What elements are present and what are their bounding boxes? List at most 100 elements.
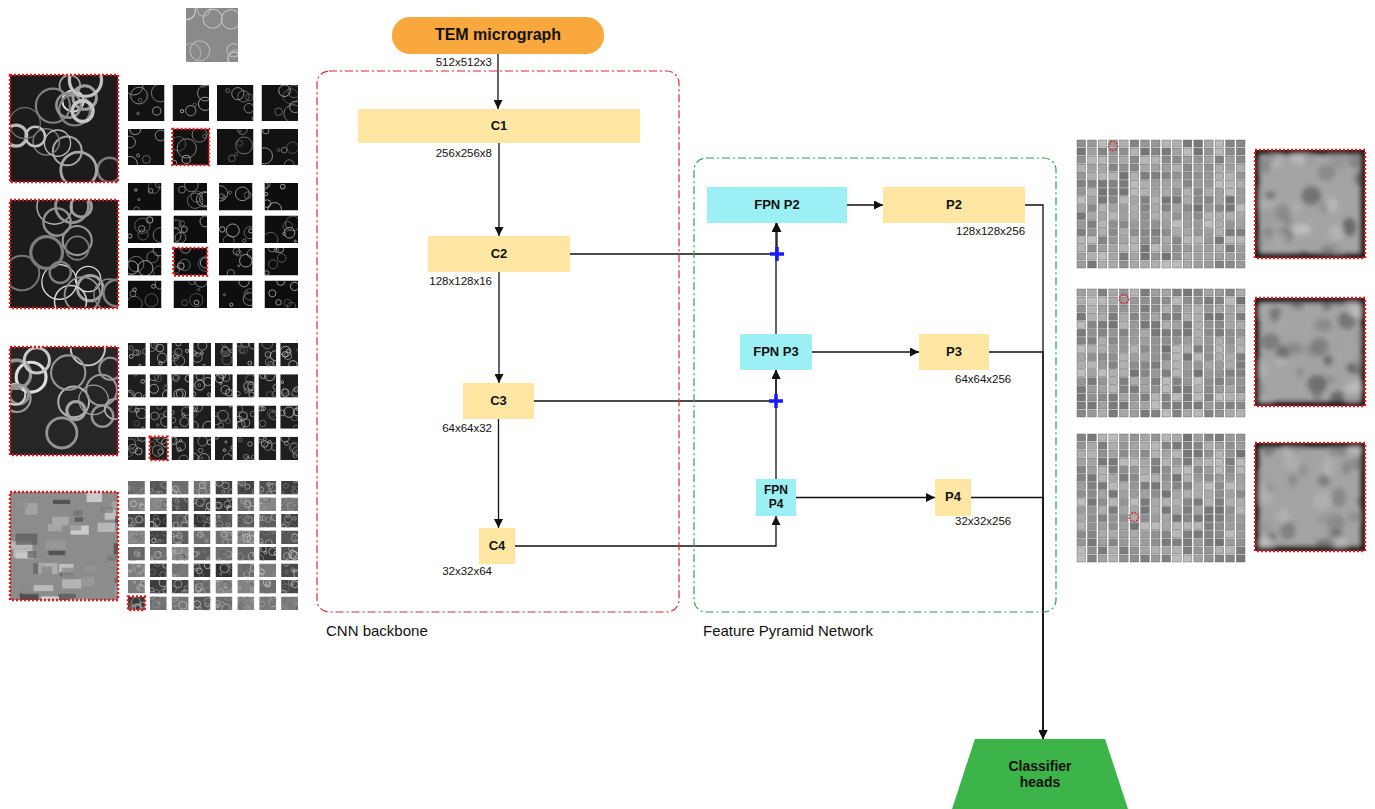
dark-rim bbox=[1255, 443, 1365, 551]
channel-thumb bbox=[1120, 490, 1129, 497]
thumb-detail bbox=[172, 534, 175, 537]
channel-thumb bbox=[1109, 237, 1118, 244]
channel-thumb bbox=[1162, 394, 1171, 401]
thumb-detail bbox=[196, 353, 199, 356]
channel-thumb bbox=[1173, 490, 1182, 497]
feature-map-image bbox=[194, 547, 211, 561]
channel-thumb bbox=[1098, 337, 1107, 344]
channel-thumb bbox=[1215, 221, 1224, 228]
thumb-detail bbox=[155, 281, 161, 290]
feature-map-image bbox=[128, 580, 145, 594]
channel-thumb bbox=[1173, 482, 1182, 489]
channel-thumb bbox=[1194, 394, 1203, 401]
channel-thumb bbox=[1183, 221, 1192, 228]
feature-map-image bbox=[259, 564, 276, 578]
feature-map-image bbox=[280, 437, 298, 460]
thumb-detail bbox=[223, 235, 234, 243]
thumb-detail bbox=[237, 541, 242, 544]
channel-thumb bbox=[1183, 450, 1192, 457]
channel-thumb bbox=[1098, 180, 1107, 187]
channel-thumb bbox=[1205, 305, 1214, 312]
texture-patch bbox=[51, 535, 59, 540]
channel-thumb bbox=[1162, 140, 1171, 147]
channel-thumb bbox=[1120, 402, 1129, 409]
channel-thumb bbox=[1098, 313, 1107, 320]
thumb-detail bbox=[281, 499, 283, 503]
thumb-detail bbox=[265, 540, 272, 544]
feature-map-image bbox=[281, 564, 298, 578]
thumb-ground bbox=[150, 514, 167, 528]
blur-blob bbox=[1269, 308, 1280, 322]
channel-thumb bbox=[1109, 313, 1118, 320]
channel-thumb bbox=[1151, 297, 1160, 304]
channel-thumb bbox=[1194, 289, 1203, 296]
channel-thumb bbox=[1162, 362, 1171, 369]
thumb-ground bbox=[128, 343, 146, 366]
thumb-detail bbox=[185, 514, 189, 521]
feature-map-image bbox=[237, 531, 254, 545]
channel-thumb bbox=[1194, 499, 1203, 506]
channel-thumb bbox=[1088, 410, 1097, 417]
channel-thumb bbox=[1141, 345, 1150, 352]
channel-thumb bbox=[1151, 354, 1160, 361]
channel-thumb bbox=[1151, 156, 1160, 163]
channel-thumb bbox=[1162, 148, 1171, 155]
image-ground bbox=[10, 492, 118, 600]
channel-thumb bbox=[1098, 229, 1107, 236]
channel-thumb bbox=[1205, 442, 1214, 449]
thumb-detail bbox=[150, 481, 155, 489]
channel-thumb bbox=[1120, 329, 1129, 336]
channel-thumb bbox=[1120, 305, 1129, 312]
channel-thumb bbox=[1173, 442, 1182, 449]
channel-thumb bbox=[1098, 289, 1107, 296]
channel-thumb bbox=[1162, 450, 1171, 457]
feature-map-image bbox=[281, 514, 298, 528]
thumb-detail bbox=[227, 506, 232, 511]
feature-map-image bbox=[280, 406, 298, 429]
thumb-ground bbox=[217, 129, 254, 165]
thumb-detail bbox=[157, 602, 159, 604]
blur-blob bbox=[1261, 190, 1277, 206]
channel-thumb bbox=[1205, 261, 1214, 268]
thumb-detail bbox=[273, 531, 276, 534]
thumb-detail bbox=[172, 417, 176, 423]
channel-thumb bbox=[1098, 490, 1107, 497]
channel-thumb bbox=[1141, 180, 1150, 187]
thumb-detail bbox=[130, 501, 136, 507]
thumb-detail bbox=[249, 392, 254, 397]
channel-thumb bbox=[1173, 253, 1182, 260]
channel-thumb bbox=[1215, 458, 1224, 465]
channel-thumb bbox=[1226, 507, 1235, 514]
feature-map-image bbox=[216, 498, 233, 512]
thumb-detail bbox=[288, 85, 298, 97]
feature-map-image bbox=[194, 531, 211, 545]
thumb-detail bbox=[177, 139, 196, 158]
channel-thumb bbox=[1141, 450, 1150, 457]
channel-thumb bbox=[1215, 297, 1224, 304]
thumb-detail bbox=[179, 221, 185, 227]
thumb-detail bbox=[292, 486, 295, 489]
channel-thumb bbox=[1236, 482, 1245, 489]
thumb-detail bbox=[281, 437, 289, 442]
thumb-detail bbox=[218, 410, 229, 421]
channel-thumb bbox=[1130, 402, 1139, 409]
flow-arrow bbox=[498, 143, 499, 236]
thumb-detail bbox=[281, 581, 286, 588]
thumb-detail bbox=[242, 564, 249, 571]
channel-thumb bbox=[1088, 434, 1097, 441]
channel-thumb bbox=[1130, 261, 1139, 268]
channel-thumb bbox=[1215, 499, 1224, 506]
channel-thumb bbox=[1215, 253, 1224, 260]
thumb-detail bbox=[186, 349, 189, 352]
channel-thumb bbox=[1183, 466, 1192, 473]
channel-thumb bbox=[1141, 329, 1150, 336]
channel-thumb bbox=[1194, 229, 1203, 236]
channel-thumb bbox=[1236, 547, 1245, 554]
thumb-detail bbox=[153, 518, 160, 525]
thumb-detail bbox=[202, 581, 210, 589]
channel-thumb bbox=[1236, 555, 1245, 562]
channel-thumb bbox=[1109, 434, 1118, 441]
thumb-detail bbox=[292, 489, 296, 493]
thumb-detail bbox=[157, 353, 166, 362]
channel-thumb bbox=[1088, 499, 1097, 506]
